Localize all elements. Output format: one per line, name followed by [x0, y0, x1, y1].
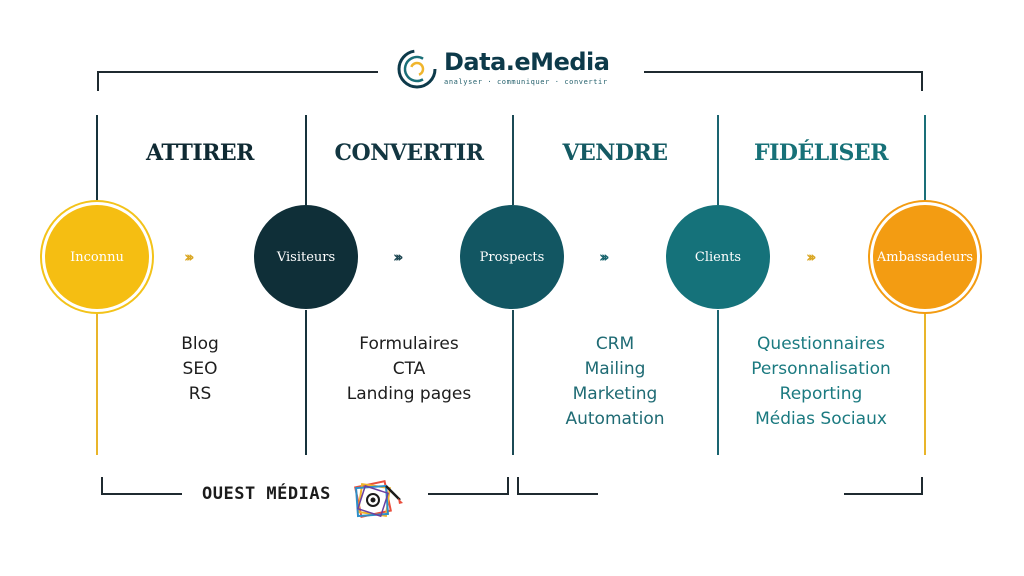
node-visiteurs: Visiteurs: [254, 205, 358, 309]
arrow-chevrons-2: ›››: [393, 248, 403, 266]
tools-list-fideliser: Questionnaires Personnalisation Reportin…: [718, 332, 924, 432]
bottom-bracket-4: [844, 477, 923, 495]
tool-item: Personnalisation: [751, 359, 891, 379]
node-prospects: Prospects: [460, 205, 564, 309]
brand-tagline: analyser · communiquer · convertir: [444, 78, 608, 86]
bottom-bracket-2: [428, 477, 509, 495]
tool-item: Questionnaires: [757, 334, 885, 354]
data-emedia-logo: Data.eMedia analyser · communiquer · con…: [396, 46, 628, 92]
arrow-chevrons-3: ›››: [599, 248, 609, 266]
ouest-medias-logo-icon: [354, 480, 403, 518]
tools-list-attirer: Blog SEO RS: [97, 332, 303, 407]
arrow-chevrons-4: ›››: [806, 248, 816, 266]
tool-item: Mailing: [584, 359, 646, 379]
stage-title-attirer: ATTIRER: [146, 140, 254, 166]
tool-item: CTA: [392, 359, 426, 379]
top-bracket-right: [644, 71, 923, 91]
tool-item: Automation: [565, 409, 665, 429]
tool-item: RS: [188, 384, 212, 404]
stage-title-convertir: CONVERTIR: [334, 140, 484, 166]
node-clients: Clients: [666, 205, 770, 309]
tool-item: Médias Sociaux: [755, 409, 887, 429]
tool-item: Blog: [181, 334, 219, 354]
tool-item: Formulaires: [359, 334, 459, 354]
arrow-chevrons-1: ›››: [184, 248, 194, 266]
bottom-bracket-3: [517, 477, 598, 495]
stage-title-vendre: VENDRE: [562, 140, 668, 166]
node-inconnu: Inconnu: [45, 205, 149, 309]
top-bracket-left: [97, 71, 378, 91]
tool-item: SEO: [182, 359, 218, 379]
node-ambassadeurs: Ambassadeurs: [873, 205, 977, 309]
ouest-medias-wordmark: OUEST MÉDIAS: [202, 484, 331, 504]
data-emedia-logo-icon: [397, 49, 437, 89]
tools-list-convertir: Formulaires CTA Landing pages: [306, 332, 512, 407]
brand-name: Data.eMedia: [444, 48, 610, 76]
tool-item: Marketing: [572, 384, 658, 404]
tools-list-vendre: CRM Mailing Marketing Automation: [512, 332, 718, 432]
tool-item: Landing pages: [346, 384, 472, 404]
tool-item: CRM: [595, 334, 635, 354]
tool-item: Reporting: [779, 384, 863, 404]
stage-title-fideliser: FIDÉLISER: [754, 140, 888, 166]
ouest-medias-logo: OUEST MÉDIAS: [190, 478, 420, 518]
bottom-bracket-1: [101, 477, 182, 495]
